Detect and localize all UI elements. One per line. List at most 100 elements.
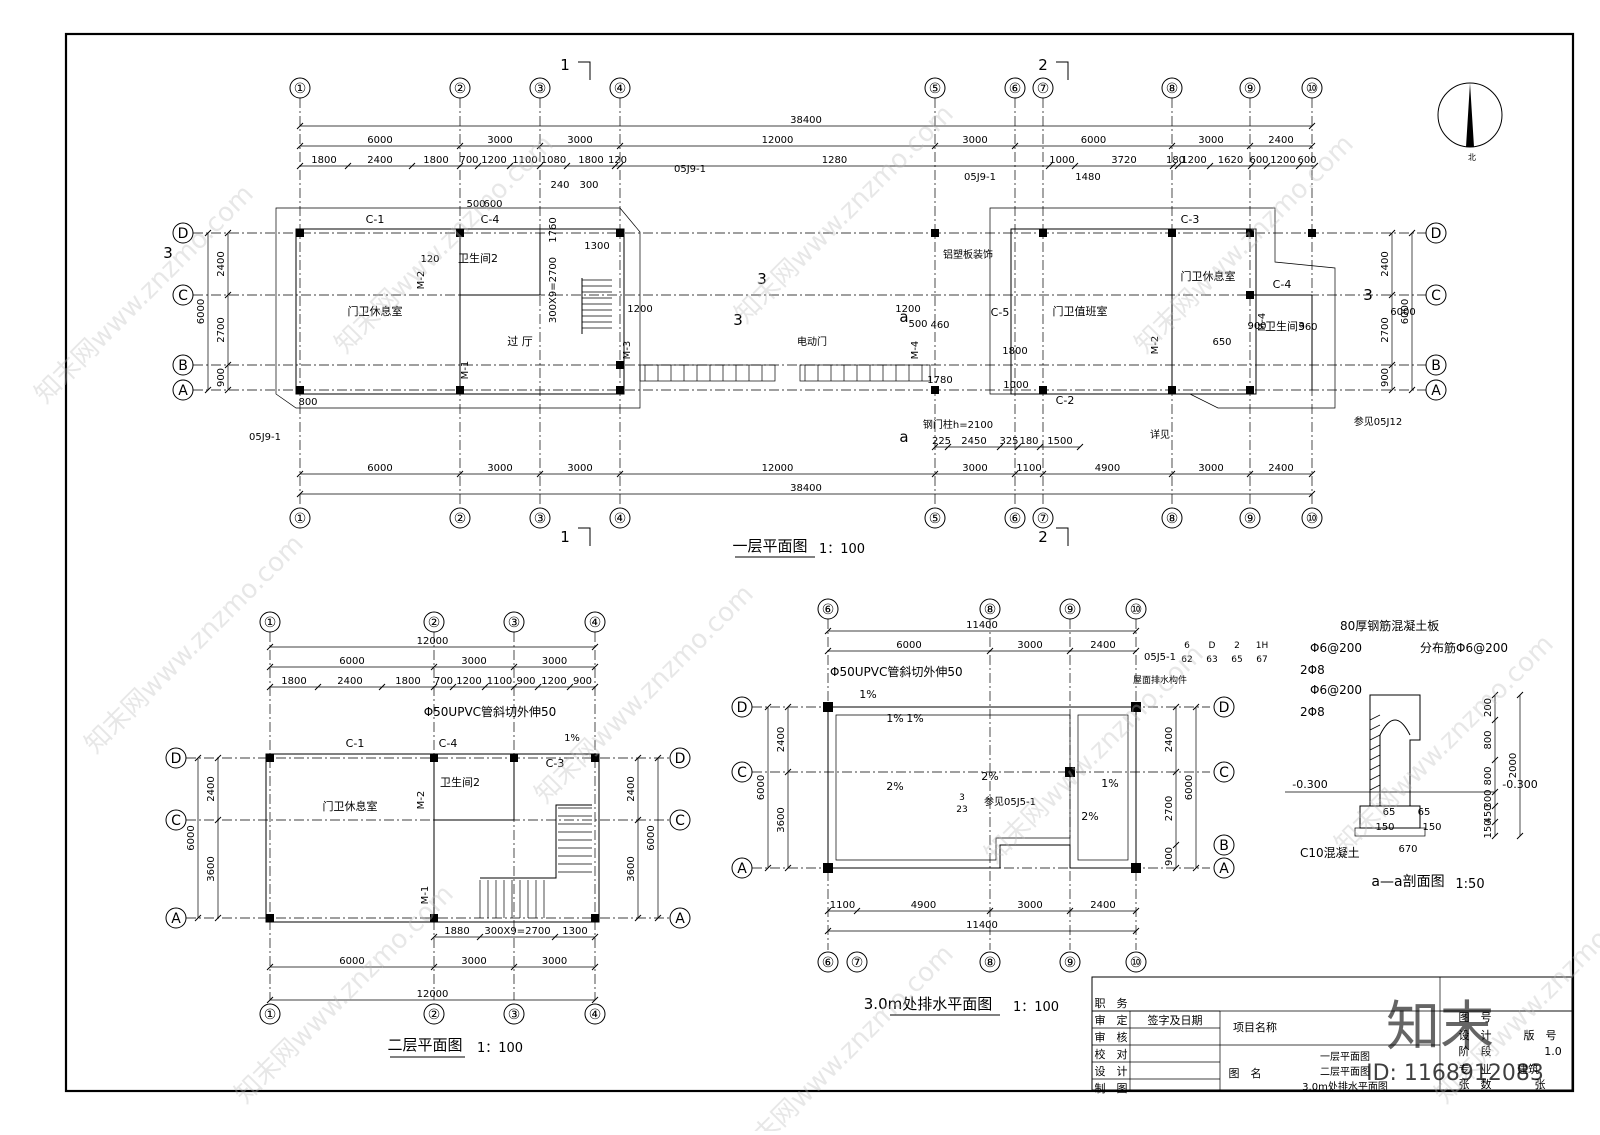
- dim-tick: [1491, 756, 1499, 764]
- section-mark: 3: [163, 244, 173, 262]
- drain-roof-outline: [827, 706, 1137, 869]
- axis-bubble-bottom: [609, 507, 631, 529]
- axis-bubble-top-label: ⑤: [929, 81, 942, 97]
- axis-bubble-bottom-label: ④: [614, 511, 627, 527]
- row-bubble-left-label: D: [171, 751, 182, 767]
- dim-tick: [449, 683, 457, 691]
- dim-tick: [1014, 443, 1022, 451]
- dim-tick: [1295, 162, 1303, 170]
- drain-roof-inner: [835, 714, 1071, 861]
- dim-tick: [931, 470, 939, 478]
- row-bubble-right-label: A: [1431, 383, 1441, 399]
- f1-note: 1760: [548, 217, 559, 242]
- f1-dim-left-text: 900: [216, 368, 227, 387]
- section-arch: [1379, 719, 1411, 806]
- f1-dim-left-text: 2700: [216, 317, 227, 342]
- f1-misc-dim: 1800: [1002, 346, 1027, 357]
- dim-tick: [1408, 386, 1416, 394]
- row-bubble-right: [1213, 696, 1235, 718]
- f1-right-roof-outline: [989, 207, 1336, 409]
- f1-dim-top2-text: 1100: [512, 155, 537, 166]
- f2-dim-left-text: 2400: [206, 776, 217, 801]
- dim-tick: [378, 683, 386, 691]
- dr-dim-left-text: 2400: [776, 727, 787, 752]
- axis-bubble-top-label: ④: [589, 615, 602, 631]
- sec-dim-bottom: 150: [1422, 822, 1441, 833]
- dim-tick: [536, 142, 544, 150]
- electric-gate-right: [799, 364, 931, 382]
- dim-tick: [314, 683, 322, 691]
- section-hatch: [1369, 714, 1381, 721]
- dim-tick: [1308, 470, 1316, 478]
- section-cut-symbol: [578, 61, 591, 80]
- f2-dim-top2-text: 1100: [487, 676, 512, 687]
- f1-dim-top2-text: 1200: [1270, 155, 1295, 166]
- dim-tick: [296, 162, 304, 170]
- dim-tick: [510, 963, 518, 971]
- dim-tick: [1246, 142, 1254, 150]
- section-mark: 3: [1363, 286, 1373, 304]
- ref-label: 1H: [1256, 641, 1269, 651]
- axis-bubble-top-label: ⑧: [984, 602, 997, 618]
- f1-misc-dim: 650: [1212, 337, 1231, 348]
- tb-role-label: 设 计: [1095, 1065, 1128, 1078]
- f1-dim-bot2-text: 1500: [1047, 436, 1072, 447]
- tb-right-label: 版 号: [1524, 1028, 1557, 1042]
- f1-dim-left-total-text: 6000: [196, 299, 207, 324]
- f2-dim-top2-text: 1200: [541, 676, 566, 687]
- column: [1039, 386, 1047, 394]
- dim-tick: [430, 683, 438, 691]
- door-label: M-1: [420, 886, 431, 905]
- f1-misc-dim: 300: [579, 180, 598, 191]
- row-bubble-right: [1213, 761, 1235, 783]
- tb-right-label: 张 数: [1459, 1078, 1492, 1091]
- f1-dim-bot1-text: 6000: [367, 463, 392, 474]
- dim-tick: [266, 683, 274, 691]
- section-hatch: [1369, 734, 1381, 741]
- f1-dim-top2-text: 1000: [1049, 155, 1074, 166]
- window-label: C-4: [481, 213, 500, 226]
- tb-right-label: 张: [1535, 1078, 1546, 1091]
- f1-dim-right-text: 900: [1380, 368, 1391, 387]
- f2-dim-bot1-text: 3000: [542, 956, 567, 967]
- axis-bubble-bottom: [1125, 951, 1147, 973]
- axis-bubble-bottom-label: ⑧: [1166, 511, 1179, 527]
- dim-tick: [214, 754, 222, 762]
- tb-right-label: 图 号: [1459, 1011, 1492, 1024]
- dim-tick: [824, 627, 832, 635]
- dr-dim-total-text: 11400: [966, 620, 998, 631]
- row-bubble-left-label: D: [737, 700, 748, 716]
- dim-tick: [344, 162, 352, 170]
- f1-dim-top1-text: 6000: [1081, 135, 1106, 146]
- sec-dim-bottom: 670: [1398, 844, 1417, 855]
- axis-bubble-top-label: ⑨: [1244, 81, 1257, 97]
- axis-bubble-top-label: ①: [264, 615, 277, 631]
- dr-dim-top-text: 6000: [896, 640, 921, 651]
- f1-dim-bot1-text: 3000: [962, 463, 987, 474]
- f1-dim-bot-total-text: 38400: [790, 483, 822, 494]
- room-label: 门卫休息室: [1181, 269, 1236, 283]
- dim-tick: [616, 142, 624, 150]
- row-bubble-right-label: C: [675, 813, 685, 829]
- dim-tick: [764, 864, 772, 872]
- dr-dim-top-text: 3000: [1017, 640, 1042, 651]
- window-label: C-4: [439, 737, 458, 750]
- column: [616, 386, 624, 394]
- f1-dim-top2-text: 2400: [367, 155, 392, 166]
- dim-tick: [931, 142, 939, 150]
- dr-dim-left-total-text: 6000: [756, 775, 767, 800]
- axis-bubble-bottom-label: ⑧: [984, 955, 997, 971]
- f1-misc-dim: 960: [1298, 322, 1317, 333]
- tb-right-label: 设 计: [1459, 1029, 1492, 1042]
- dim-tick: [1168, 470, 1176, 478]
- dim-tick: [1066, 907, 1074, 915]
- f1-misc-dim: 1000: [1003, 380, 1028, 391]
- dr-dim-bot-total-text: 11400: [966, 920, 998, 931]
- row-bubble-right: [669, 907, 691, 929]
- column: [931, 386, 939, 394]
- f1-dim-top2-text: 1280: [822, 155, 847, 166]
- window-label: C-1: [346, 737, 365, 750]
- dim-tick: [1172, 864, 1180, 872]
- dim-tick: [1011, 470, 1019, 478]
